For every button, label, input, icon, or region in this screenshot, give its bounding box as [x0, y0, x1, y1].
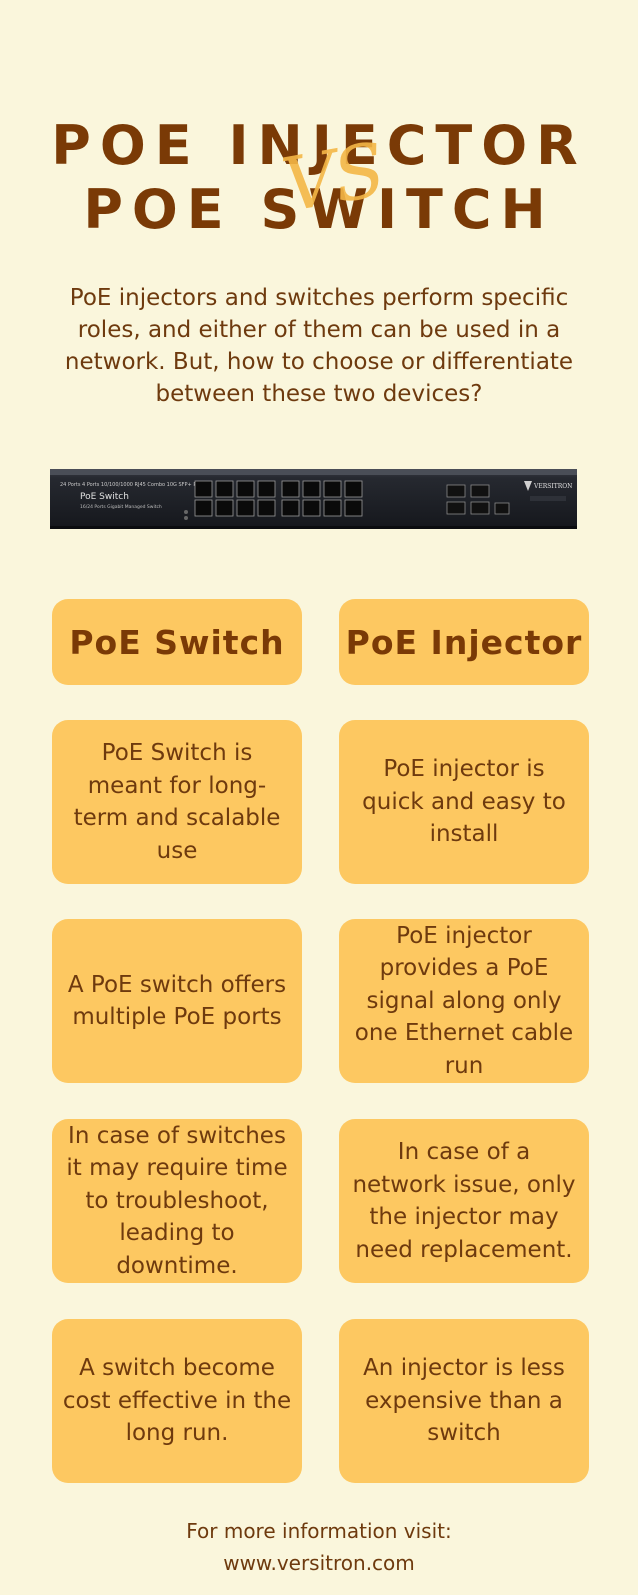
footer: For more information visit: www.versitro…	[0, 1515, 638, 1579]
title-line-1: POE INJECTOR	[51, 114, 587, 177]
injector-card-1: PoE injector is quick and easy to instal…	[339, 720, 589, 884]
poe-switch-device-image: 24 Ports 4 Ports 10/100/1000 RJ45 Combo …	[50, 463, 577, 529]
injector-card-4: An injector is less expensive than a swi…	[339, 1319, 589, 1483]
injector-card-2: PoE injector provides a PoE signal along…	[339, 919, 589, 1083]
device-model-sub: 16/24 Ports Gigabit Managed Switch	[80, 504, 162, 510]
column-header-poe-switch: PoE Switch	[52, 599, 302, 685]
device-top-label: 24 Ports 4 Ports 10/100/1000 RJ45 Combo …	[60, 482, 202, 488]
rj45-ports-right	[281, 480, 363, 517]
footer-info-text: For more information visit:	[186, 1519, 452, 1543]
injector-card-3: In case of a network issue, only the inj…	[339, 1119, 589, 1283]
device-model-name: PoE Switch	[80, 492, 129, 502]
footer-website-link[interactable]: www.versitron.com	[223, 1551, 415, 1575]
switch-card-4: A switch become cost effective in the lo…	[52, 1319, 302, 1483]
switch-card-2: A PoE switch offers multiple PoE ports	[52, 919, 302, 1083]
switch-card-3: In case of switches it may require time …	[52, 1119, 302, 1283]
switch-card-1: PoE Switch is meant for long-term and sc…	[52, 720, 302, 884]
sfp-ports	[446, 484, 490, 515]
column-header-poe-injector: PoE Injector	[339, 599, 589, 685]
title-line-2: POE SWITCH	[83, 178, 555, 241]
rj45-ports-left	[194, 480, 276, 517]
intro-paragraph: PoE injectors and switches perform speci…	[64, 285, 574, 407]
device-brand: VERSITRON	[533, 483, 572, 490]
title: POE INJECTOR POE SWITCH VS	[0, 108, 638, 248]
